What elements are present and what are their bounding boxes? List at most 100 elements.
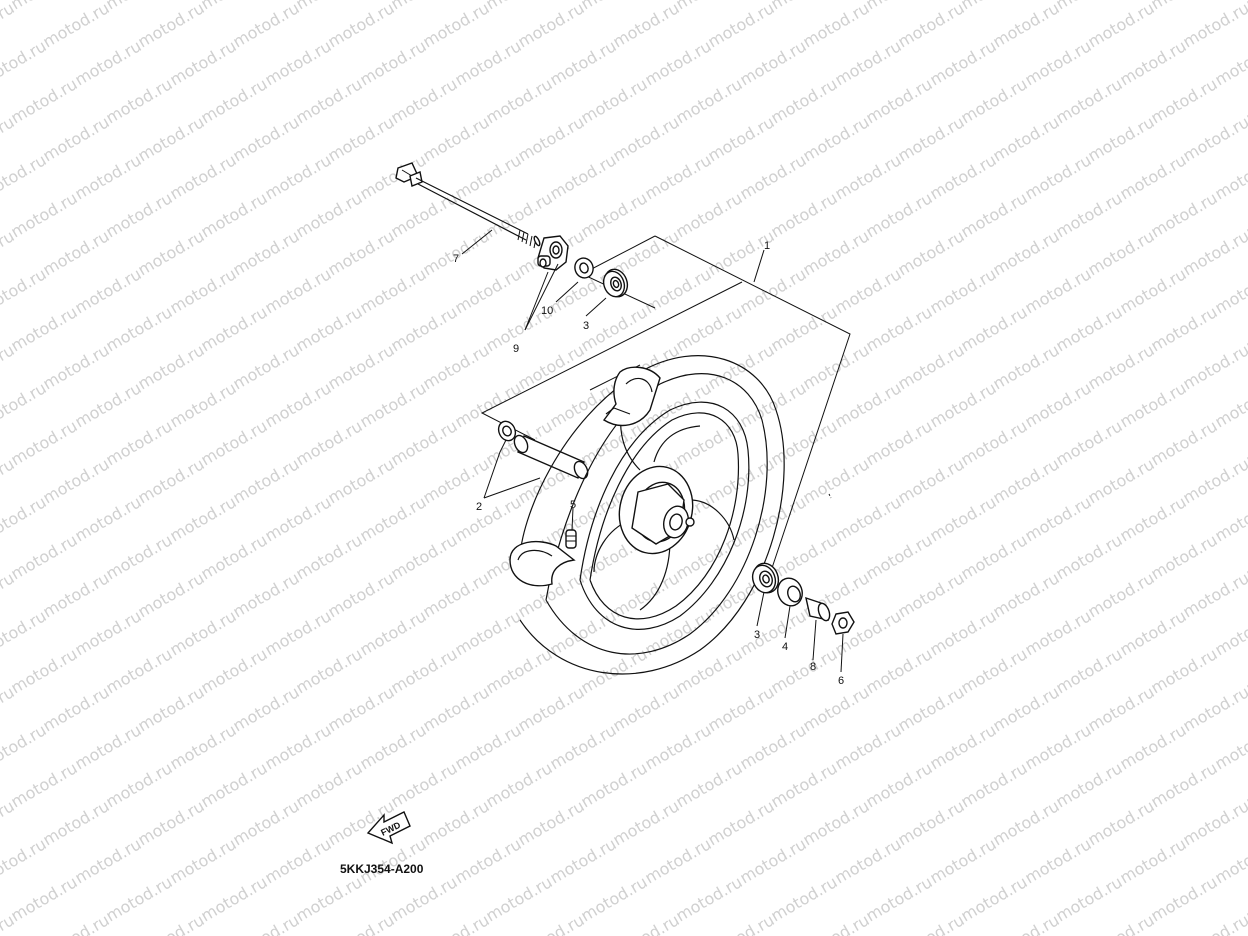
watermark-text: motod.ru bbox=[673, 0, 746, 13]
watermark-text: motod.ru bbox=[420, 454, 493, 507]
watermark-text: motod.ru bbox=[420, 340, 493, 393]
watermark-text: motod.ru bbox=[135, 454, 208, 507]
watermark-text: motod.ru bbox=[1022, 834, 1095, 887]
watermark-text: motod.ru bbox=[927, 378, 1000, 431]
watermark-text: motod.ru bbox=[357, 834, 430, 887]
watermark-text: motod.ru bbox=[1117, 264, 1190, 317]
watermark-text: motod.ru bbox=[832, 492, 905, 545]
watermark-text: motod.ru bbox=[135, 796, 208, 849]
watermark-text: motod.ru bbox=[610, 112, 683, 165]
watermark-text: motod.ru bbox=[40, 454, 113, 507]
collar[interactable] bbox=[805, 596, 832, 622]
watermark-text: motod.ru bbox=[1022, 606, 1095, 659]
watermark-text: motod.ru bbox=[895, 112, 968, 165]
watermark-text: motod.ru bbox=[1212, 36, 1248, 89]
watermark-text: motod.ru bbox=[673, 188, 746, 241]
spacer-collar-tube[interactable] bbox=[512, 433, 590, 480]
watermark-text: motod.ru bbox=[8, 644, 81, 697]
fwd-arrow-icon: FWD bbox=[366, 811, 411, 845]
watermark-text: motod.ru bbox=[705, 226, 778, 279]
watermark-text: motod.ru bbox=[0, 492, 50, 545]
watermark-text: motod.ru bbox=[673, 530, 746, 583]
watermark-text: motod.ru bbox=[1053, 188, 1126, 241]
watermark-text: motod.ru bbox=[768, 872, 841, 925]
watermark-text: motod.ru bbox=[990, 340, 1063, 393]
watermark-text: motod.ru bbox=[1148, 74, 1221, 127]
watermark-text: motod.ru bbox=[610, 568, 683, 621]
callout-8: 8 bbox=[810, 661, 816, 673]
watermark-text: motod.ru bbox=[1212, 378, 1248, 431]
watermark-text: motod.ru bbox=[1148, 758, 1221, 811]
callout-1: 1 bbox=[764, 240, 770, 252]
oil-seal[interactable] bbox=[774, 575, 806, 610]
axle-bolt[interactable] bbox=[395, 162, 541, 249]
watermark-text: motod.ru bbox=[705, 682, 778, 735]
watermark-text: motod.ru bbox=[325, 910, 398, 936]
watermark-text: motod.ru bbox=[103, 74, 176, 127]
watermark-text: motod.ru bbox=[103, 302, 176, 355]
watermark-text: motod.ru bbox=[642, 264, 715, 317]
watermark-text: motod.ru bbox=[293, 872, 366, 925]
watermark-text: motod.ru bbox=[293, 0, 366, 13]
watermark-text: motod.ru bbox=[610, 682, 683, 735]
watermark-text: motod.ru bbox=[1212, 264, 1248, 317]
callout-7: 7 bbox=[453, 253, 459, 265]
watermark-text: motod.ru bbox=[198, 872, 271, 925]
watermark-text: motod.ru bbox=[230, 226, 303, 279]
watermark-text: motod.ru bbox=[1022, 36, 1095, 89]
watermark-text: motod.ru bbox=[135, 112, 208, 165]
watermark-text: motod.ru bbox=[1022, 150, 1095, 203]
spacer-collar-ring[interactable] bbox=[496, 419, 519, 444]
watermark-text: motod.ru bbox=[1053, 74, 1126, 127]
callout-3-lower: 3 bbox=[754, 629, 760, 641]
watermark-text: motod.ru bbox=[262, 492, 335, 545]
watermark-text: motod.ru bbox=[388, 0, 461, 13]
watermark-text: motod.ru bbox=[863, 758, 936, 811]
watermark-text: motod.ru bbox=[578, 0, 651, 13]
watermark-text: motod.ru bbox=[1085, 226, 1158, 279]
watermark-text: motod.ru bbox=[1053, 302, 1126, 355]
watermark-text: motod.ru bbox=[768, 74, 841, 127]
front-wheel[interactable] bbox=[509, 355, 785, 675]
watermark-text: motod.ru bbox=[927, 606, 1000, 659]
watermark-text: motod.ru bbox=[357, 720, 430, 773]
meter-gear-unit[interactable] bbox=[537, 235, 569, 271]
watermark-text: motod.ru bbox=[673, 74, 746, 127]
watermark-text: motod.ru bbox=[705, 112, 778, 165]
watermark-text: motod.ru bbox=[40, 340, 113, 393]
watermark-text: motod.ru bbox=[103, 530, 176, 583]
watermark-text: motod.ru bbox=[673, 302, 746, 355]
watermark-text: motod.ru bbox=[927, 834, 1000, 887]
watermark-text: motod.ru bbox=[768, 416, 841, 469]
washer[interactable] bbox=[572, 256, 596, 281]
watermark-text: motod.ru bbox=[103, 758, 176, 811]
valve-stem[interactable] bbox=[565, 529, 577, 549]
watermark-text: motod.ru bbox=[800, 796, 873, 849]
watermark-text: motod.ru bbox=[198, 74, 271, 127]
watermark-text: motod.ru bbox=[1085, 112, 1158, 165]
bearing-lower[interactable] bbox=[749, 560, 783, 596]
watermark-text: motod.ru bbox=[863, 872, 936, 925]
watermark-text: motod.ru bbox=[895, 910, 968, 936]
watermark-text: motod.ru bbox=[198, 188, 271, 241]
watermark-text: motod.ru bbox=[1212, 834, 1248, 887]
watermark-text: motod.ru bbox=[515, 796, 588, 849]
watermark-text: motod.ru bbox=[547, 36, 620, 89]
watermark-text: motod.ru bbox=[547, 720, 620, 773]
watermark-text: motod.ru bbox=[293, 188, 366, 241]
watermark-text: motod.ru bbox=[895, 454, 968, 507]
watermark-text: motod.ru bbox=[1180, 910, 1248, 936]
watermark-text: motod.ru bbox=[863, 416, 936, 469]
axle-nut[interactable] bbox=[831, 611, 855, 635]
bearing-upper[interactable] bbox=[600, 266, 631, 300]
watermark-text: motod.ru bbox=[1085, 454, 1158, 507]
watermark-text: motod.ru bbox=[325, 454, 398, 507]
watermark-text: motod.ru bbox=[8, 188, 81, 241]
watermark-text: motod.ru bbox=[103, 416, 176, 469]
watermark-text: motod.ru bbox=[737, 720, 810, 773]
watermark-text: motod.ru bbox=[388, 872, 461, 925]
watermark-text: motod.ru bbox=[167, 378, 240, 431]
watermark-text: motod.ru bbox=[40, 0, 113, 51]
watermark-text: motod.ru bbox=[8, 530, 81, 583]
watermark-text: motod.ru bbox=[8, 74, 81, 127]
